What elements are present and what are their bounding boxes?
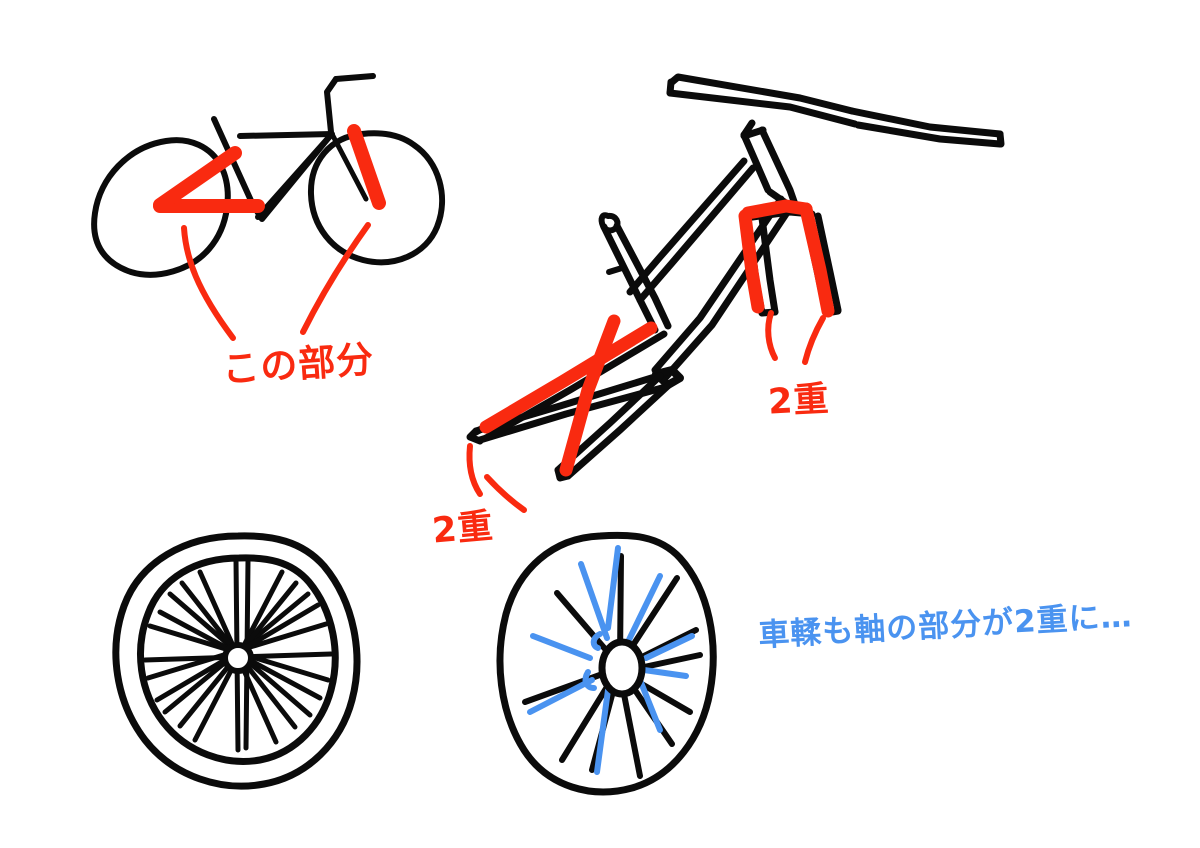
frame-seat-post-left: [600, 223, 659, 334]
wheel-doubled-hub-ring: [598, 638, 646, 698]
frame-highlight-seatstay: [479, 321, 658, 434]
annotation-nijuu-right: 2重: [767, 379, 831, 423]
wheel-doubled-spoke-blue: [578, 561, 610, 641]
leader-line-chainstay: [181, 225, 236, 341]
wheel-doubled-spoke-blue: [641, 667, 689, 679]
leader-line-lower-stay-a: [466, 443, 483, 497]
wheel-doubled-spoke-black: [619, 681, 643, 779]
frame-highlight-lower-stay: [559, 314, 621, 477]
frame-handlebar-bottom: [666, 89, 859, 128]
figure-bicycle-side-view: [91, 73, 446, 341]
wheel-doubled-spoke-blue: [637, 677, 663, 733]
wheel-normal-hub: [225, 645, 251, 671]
frame-seat-post-right: [613, 222, 672, 330]
frame-handlebar-right-lower: [854, 121, 1004, 148]
frame-steerer-left: [740, 131, 772, 194]
frame-handlebar-right-cap: [996, 130, 1005, 148]
wheel-doubled-rim: [496, 531, 717, 796]
leader-line-lower-stay-b: [484, 474, 527, 513]
wheel-doubled-spoke-black: [559, 679, 613, 763]
side-view-handlebar-stem: [324, 76, 339, 135]
wheel-doubled-spoke-blue: [621, 573, 663, 653]
frame-lower-stay-lower: [564, 378, 676, 480]
frame-handlebar-left-cap: [666, 78, 675, 97]
side-view-fork: [329, 131, 369, 202]
side-view-seat-stay: [255, 132, 334, 220]
figure-bicycle-frame-detail: [466, 73, 1005, 513]
wheel-doubled-spoke-blue: [605, 545, 621, 631]
wheel-normal-hub-ring: [222, 642, 254, 674]
frame-chainstay-lower: [476, 384, 666, 444]
frame-seatstay-lower: [482, 330, 668, 442]
wheel-normal-outer-rim: [112, 532, 361, 790]
frame-handlebar-right-upper: [848, 107, 1004, 138]
figure-wheel-doubled: [496, 531, 717, 796]
frame-top-tube-upper: [626, 157, 748, 296]
side-view-front-wheel: [307, 130, 446, 266]
wheel-doubled-spoke-blue: [643, 633, 695, 661]
frame-stem-collar: [740, 126, 767, 140]
wheel-doubled-hub: [602, 642, 642, 694]
figure-wheel-normal: [112, 532, 361, 790]
wheel-doubled-spoke-blue: [594, 687, 611, 775]
frame-handlebar-top: [668, 73, 856, 115]
frame-fork-left-blade2: [758, 214, 779, 316]
wheel-normal-inner-rim: [137, 554, 339, 765]
leader-line-fork-a: [765, 310, 778, 361]
leader-line-fork: [300, 222, 371, 335]
side-view-highlight-seatstay: [153, 146, 242, 212]
frame-seat-post-ring: [598, 212, 621, 234]
annotation-kono-bubun: この部分: [220, 337, 376, 392]
frame-top-tube-lower: [636, 164, 757, 304]
side-view-handlebar: [333, 73, 376, 82]
wheel-doubled-spoke-blue: [527, 677, 595, 715]
wheel-doubled-spoke-blue: [530, 633, 593, 661]
frame-highlight-fork-crown: [741, 199, 813, 220]
frame-lower-dropout: [554, 466, 572, 482]
frame-seat-clamp: [606, 265, 625, 275]
leader-line-fork-b: [802, 315, 826, 365]
annotation-nijuu-left: 2重: [430, 506, 496, 552]
side-view-highlight-fork: [347, 124, 386, 210]
wheel-doubled-hub-blue-hint: [582, 669, 597, 691]
side-view-top-tube: [237, 131, 335, 139]
wheel-doubled-spoke-black: [522, 669, 611, 705]
frame-bottom-bracket: [652, 366, 684, 389]
frame-highlight-fork-left: [738, 209, 765, 314]
wheel-doubled-hub-blue-hint: [590, 631, 603, 651]
frame-fork-right-blade2: [814, 212, 842, 314]
frame-highlight-fork-right: [799, 202, 835, 318]
